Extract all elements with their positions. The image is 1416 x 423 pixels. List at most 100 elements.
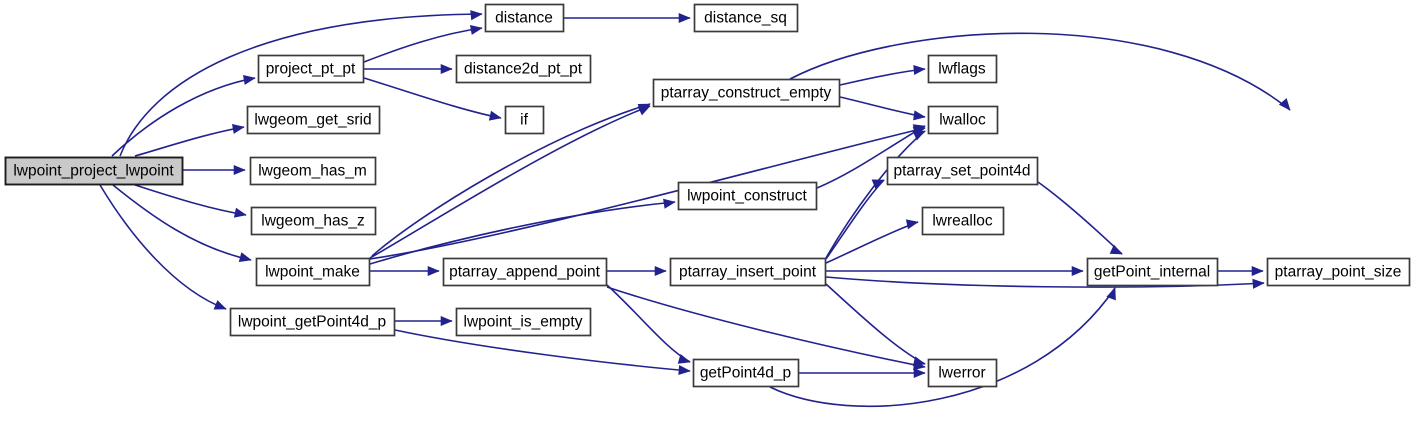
edge-lwpoint_project_lwpoint-to-lwpoint_make (112, 184, 252, 262)
node-ptarray_point_size[interactable]: ptarray_point_size (1266, 257, 1411, 287)
node-lwpoint_project_lwpoint[interactable]: lwpoint_project_lwpoint (4, 156, 184, 186)
node-box[interactable] (927, 358, 998, 388)
edge-lwpoint_make-to-ptarray_construct_empty (371, 103, 651, 257)
node-box[interactable] (927, 54, 998, 84)
arrowhead-icon (233, 164, 246, 176)
edge-line (394, 329, 691, 372)
node-lwflags[interactable]: lwflags (927, 54, 998, 84)
node-box[interactable] (255, 257, 371, 287)
node-distance[interactable]: distance (484, 3, 565, 33)
node-ptarray_set_point4d[interactable]: ptarray_set_point4d (886, 156, 1039, 186)
edge-line (606, 286, 926, 368)
node-box[interactable] (692, 358, 800, 388)
edge-ptarray_insert_point-to-ptarray_set_point4d (825, 179, 885, 260)
edge-line (119, 13, 483, 157)
node-ptarray_insert_point[interactable]: ptarray_insert_point (669, 257, 827, 287)
arrowhead-icon (231, 123, 245, 134)
node-label: ptarray_point_size (1275, 264, 1402, 281)
arrowhead-icon (654, 265, 667, 277)
node-label: lwalloc (939, 112, 986, 129)
node-box[interactable] (504, 105, 545, 135)
node-lwgeom_has_z[interactable]: lwgeom_has_z (250, 206, 377, 236)
edge-lwpoint_project_lwpoint-to-lwpoint_getPoint4d_p (99, 184, 227, 310)
node-box[interactable] (693, 3, 799, 33)
edges-layer (99, 10, 1291, 408)
node-lwgeom_has_m[interactable]: lwgeom_has_m (249, 156, 377, 186)
node-if[interactable]: if (504, 105, 545, 135)
edge-ptarray_append_point-to-ptarray_insert_point (607, 265, 667, 277)
edge-lwpoint_getPoint4d_p-to-getPoint4d_p (394, 329, 691, 376)
edge-line (825, 130, 926, 259)
node-box[interactable] (229, 307, 396, 337)
arrowhead-icon (637, 103, 651, 114)
node-distance_sq[interactable]: distance_sq (693, 3, 799, 33)
arrowhead-icon (1252, 278, 1265, 289)
node-box[interactable] (921, 206, 1005, 236)
node-lwerror[interactable]: lwerror (927, 358, 998, 388)
edge-line (134, 184, 247, 216)
node-project_pt_pt[interactable]: project_pt_pt (257, 54, 365, 84)
arrowhead-icon (913, 367, 926, 379)
arrowhead-icon (678, 12, 691, 24)
edge-ptarray_construct_empty-to-lwflags (839, 64, 926, 86)
node-box[interactable] (669, 257, 827, 287)
edge-line (1037, 181, 1123, 255)
edge-line (825, 221, 919, 264)
edge-ptarray_set_point4d-to-getPoint_internal (1037, 181, 1123, 255)
node-label: lwgeom_get_srid (254, 112, 371, 129)
node-lwrealloc[interactable]: lwrealloc (921, 206, 1005, 236)
edge-line (839, 68, 926, 86)
edge-line (111, 77, 256, 157)
node-box[interactable] (677, 181, 818, 211)
node-box[interactable] (455, 54, 592, 84)
edge-lwpoint_make-to-lwpoint_construct (369, 198, 676, 265)
node-box[interactable] (652, 78, 841, 108)
node-distance2d_pt_pt[interactable]: distance2d_pt_pt (455, 54, 592, 84)
node-label: lwpoint_getPoint4d_p (238, 314, 386, 331)
node-box[interactable] (246, 105, 381, 135)
edge-project_pt_pt-to-if (363, 77, 502, 121)
node-box[interactable] (4, 156, 184, 186)
arrowhead-icon (913, 64, 926, 76)
edge-ptarray_insert_point-to-lwerror (825, 283, 926, 367)
node-lwpoint_make[interactable]: lwpoint_make (255, 257, 371, 287)
node-label: getPoint_internal (1094, 264, 1210, 281)
node-box[interactable] (250, 206, 377, 236)
node-lwpoint_getPoint4d_p[interactable]: lwpoint_getPoint4d_p (229, 307, 396, 337)
arrowhead-icon (440, 315, 453, 327)
node-label: lwrealloc (932, 213, 993, 230)
node-label: ptarray_construct_empty (661, 85, 832, 102)
node-label: lwerror (938, 365, 985, 382)
node-box[interactable] (257, 54, 365, 84)
node-getPoint4d_p[interactable]: getPoint4d_p (692, 358, 800, 388)
arrowhead-icon (871, 179, 885, 189)
arrowhead-icon (905, 219, 919, 230)
arrowhead-icon (233, 207, 247, 218)
node-box[interactable] (1266, 257, 1411, 287)
node-lwpoint_is_empty[interactable]: lwpoint_is_empty (455, 307, 592, 337)
node-getPoint_internal[interactable]: getPoint_internal (1086, 257, 1219, 287)
node-ptarray_construct_empty[interactable]: ptarray_construct_empty (652, 78, 841, 108)
node-box[interactable] (886, 156, 1039, 186)
arrowhead-icon (677, 354, 691, 364)
edge-line (789, 32, 1291, 111)
node-label: lwgeom_has_z (261, 213, 364, 230)
edge-getPoint_internal-to-ptarray_point_size (1218, 265, 1264, 277)
node-box[interactable] (442, 257, 608, 287)
nodes-layer: lwpoint_project_lwpoint distance distance_… (4, 3, 1411, 388)
edge-ptarray_append_point-to-getPoint4d_p (606, 284, 691, 364)
node-lwpoint_construct[interactable]: lwpoint_construct (677, 181, 818, 211)
node-box[interactable] (927, 105, 999, 135)
edge-ptarray_construct_empty-to-ptarray_point_size (789, 32, 1291, 111)
node-ptarray_append_point[interactable]: ptarray_append_point (442, 257, 608, 287)
node-lwgeom_get_srid[interactable]: lwgeom_get_srid (246, 105, 381, 135)
node-box[interactable] (484, 3, 565, 33)
node-box[interactable] (455, 307, 592, 337)
node-label: lwgeom_has_m (258, 163, 367, 180)
arrowhead-icon (440, 63, 453, 75)
node-lwalloc[interactable]: lwalloc (927, 105, 999, 135)
node-box[interactable] (249, 156, 377, 186)
node-label: lwpoint_project_lwpoint (13, 163, 174, 180)
node-box[interactable] (1086, 257, 1219, 287)
